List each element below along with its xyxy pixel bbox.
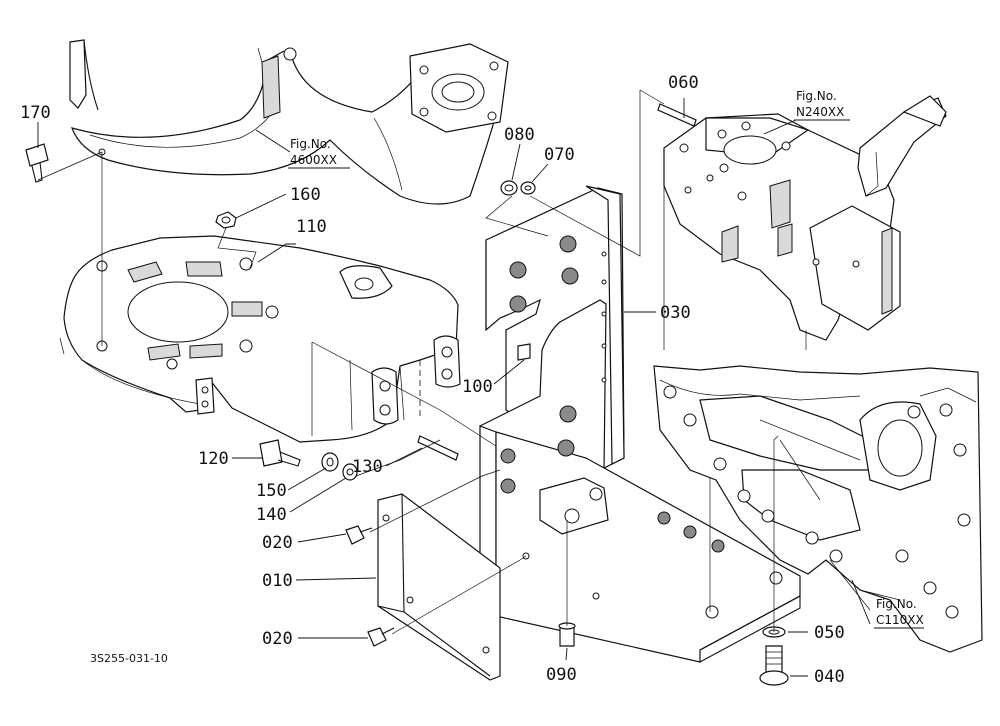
bracket-030 [479, 185, 801, 663]
callout-070: 070 [544, 145, 575, 165]
fig-ref-code-4600: 4600XX [290, 153, 337, 167]
bracket-bolts [500, 235, 725, 553]
fig-ref-label-4600: Fig.No. [290, 137, 331, 151]
callout-160: 160 [290, 185, 321, 205]
callout-060: 060 [668, 73, 699, 93]
callout-020-upper: 020 [262, 533, 293, 553]
callout-170: 170 [20, 103, 51, 123]
callout-110: 110 [296, 217, 327, 237]
bolt-040 [759, 645, 789, 686]
fig-ref-label-n240: Fig.No. [796, 89, 837, 103]
fasteners [25, 103, 789, 686]
callout-140: 140 [256, 505, 287, 525]
figure-refs: Fig.No. 4600XX Fig.No. N240XX Fig.No. C1… [290, 89, 924, 627]
callout-150: 150 [256, 481, 287, 501]
bolt-020-upper [345, 525, 373, 545]
drawing-code: 3S255-031-10 [90, 652, 168, 665]
nut-150 [321, 452, 339, 472]
callout-100: 100 [462, 377, 493, 397]
washer-080 [500, 180, 518, 196]
engine-block-c110 [653, 365, 983, 653]
fig-ref-code-c110: C110XX [876, 613, 924, 627]
washer-070 [520, 181, 536, 195]
bolt-120 [259, 439, 301, 467]
stud-060 [657, 103, 697, 127]
callout-130: 130 [352, 457, 383, 477]
callout-010: 010 [262, 571, 293, 591]
fig-ref-label-c110: Fig.No. [876, 597, 917, 611]
leader-lines [37, 98, 924, 677]
callout-050: 050 [814, 623, 845, 643]
bolt-100 [517, 343, 531, 361]
frame-n240 [663, 95, 947, 341]
callout-080: 080 [504, 125, 535, 145]
cover-plate-110 [59, 235, 461, 443]
stud-130 [417, 435, 459, 461]
callout-040: 040 [814, 667, 845, 687]
callout-120: 120 [198, 449, 229, 469]
assembly-lines [37, 89, 871, 635]
washer-140 [342, 463, 358, 481]
callout-030: 030 [660, 303, 691, 323]
bolt-090 [558, 622, 576, 647]
callout-020-lower: 020 [262, 629, 293, 649]
bolt-170 [25, 143, 49, 183]
callout-labels: 170 160 110 060 080 070 030 100 120 150 … [20, 73, 845, 687]
fig-ref-code-n240: N240XX [796, 105, 844, 119]
callout-090: 090 [546, 665, 577, 685]
bolt-160 [215, 211, 237, 229]
fan-shroud-duct [69, 39, 509, 205]
guard-plate-010 [377, 493, 600, 681]
bolt-020-lower [367, 627, 395, 647]
